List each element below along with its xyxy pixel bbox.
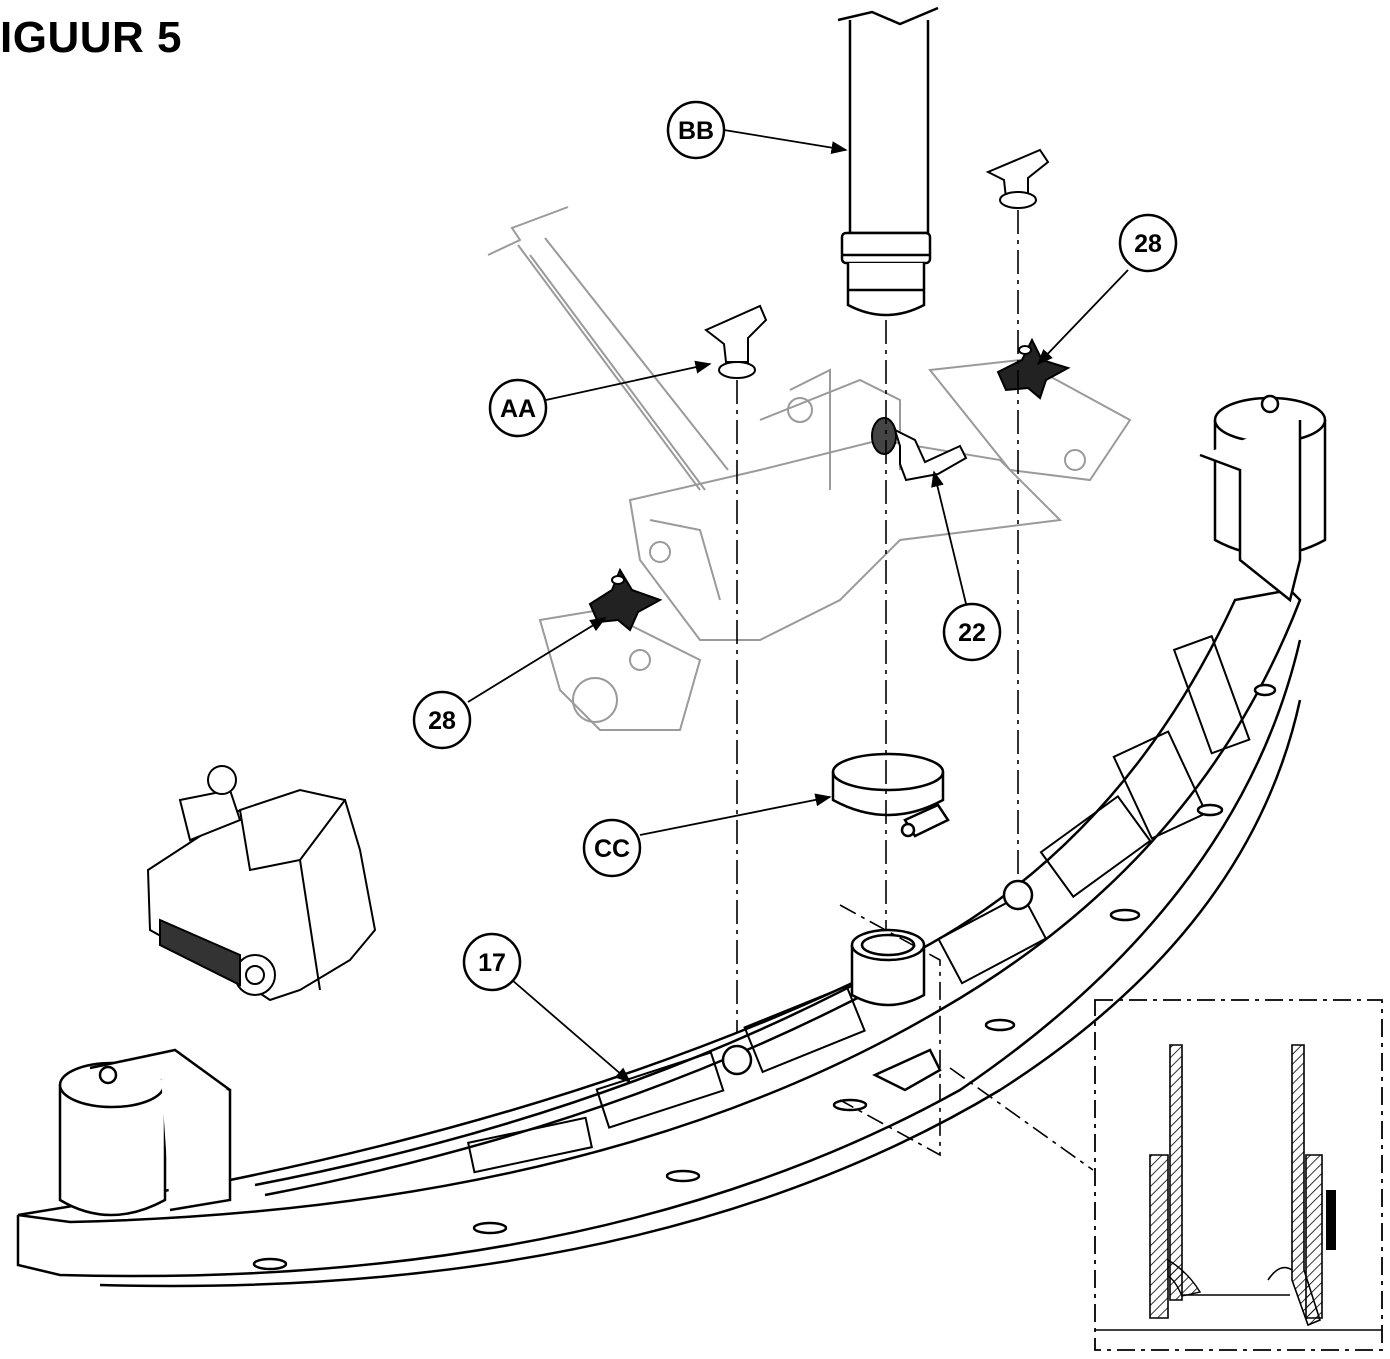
star-knob-left	[588, 567, 663, 632]
callout-17: 17	[462, 932, 522, 992]
callout-aa-label: AA	[500, 395, 536, 423]
callout-28-left-label: 28	[428, 707, 456, 735]
frame-socket	[721, 879, 1034, 1092]
callout-22: 22	[942, 602, 1002, 662]
callout-28-left: 28	[412, 690, 472, 750]
leader-lines	[467, 129, 1129, 1084]
tube-bb	[837, 6, 939, 317]
callout-28-right-label: 28	[1134, 230, 1162, 258]
alignment-lines	[736, 210, 1019, 1050]
callout-28-right: 28	[1118, 213, 1178, 273]
callout-22-label: 22	[958, 619, 986, 647]
pin-knob-top	[985, 148, 1050, 209]
caster-wheel-left	[58, 1048, 232, 1217]
section-detail	[839, 904, 1383, 1351]
caster-wheel-right	[1199, 394, 1327, 603]
callout-17-label: 17	[478, 949, 506, 977]
squeegee-frame	[16, 588, 1302, 1288]
callout-bb: BB	[666, 100, 726, 160]
callout-bb-label: BB	[678, 117, 714, 145]
pin-aa	[704, 304, 768, 379]
callout-aa: AA	[488, 378, 548, 438]
figure-title: IGUUR 5	[0, 13, 182, 62]
pin-22	[871, 417, 968, 482]
callout-cc: CC	[582, 818, 642, 878]
star-knob-right	[996, 337, 1071, 400]
ghost-frame	[487, 206, 1132, 731]
callout-cc-label: CC	[594, 835, 630, 863]
scrubber-machine-thumbnail	[146, 765, 377, 1002]
hose-clamp-cc	[831, 752, 950, 838]
